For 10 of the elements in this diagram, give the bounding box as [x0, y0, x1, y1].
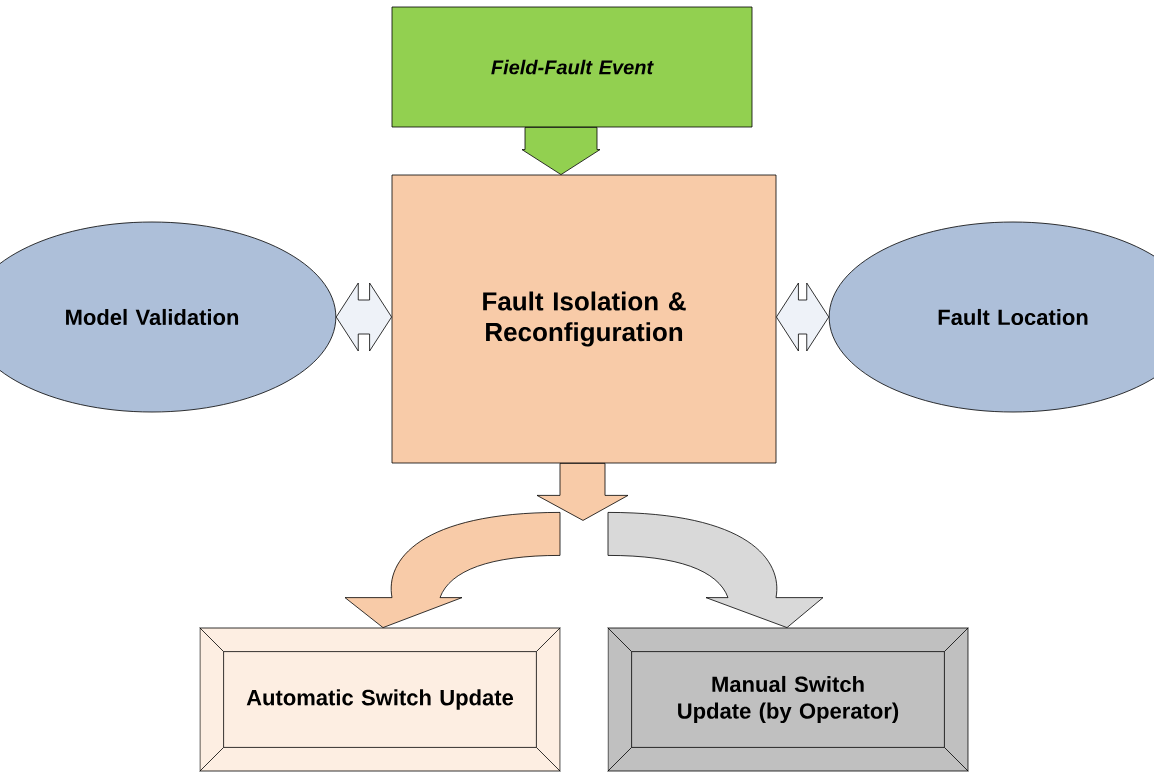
block-arrow	[335, 282, 392, 352]
beveled-box: Automatic Switch Update	[199, 627, 561, 772]
block-arrow	[536, 463, 629, 521]
block-arrow	[344, 512, 561, 628]
block-arrow	[776, 282, 830, 352]
block-arrow	[521, 127, 601, 175]
beveled-box: Manual Switch Update (by Operator)	[607, 627, 969, 772]
process-box: Fault Isolation & Reconfiguration	[391, 174, 777, 464]
event-box: Field-Fault Event	[391, 6, 753, 128]
block-arrow	[607, 512, 824, 628]
